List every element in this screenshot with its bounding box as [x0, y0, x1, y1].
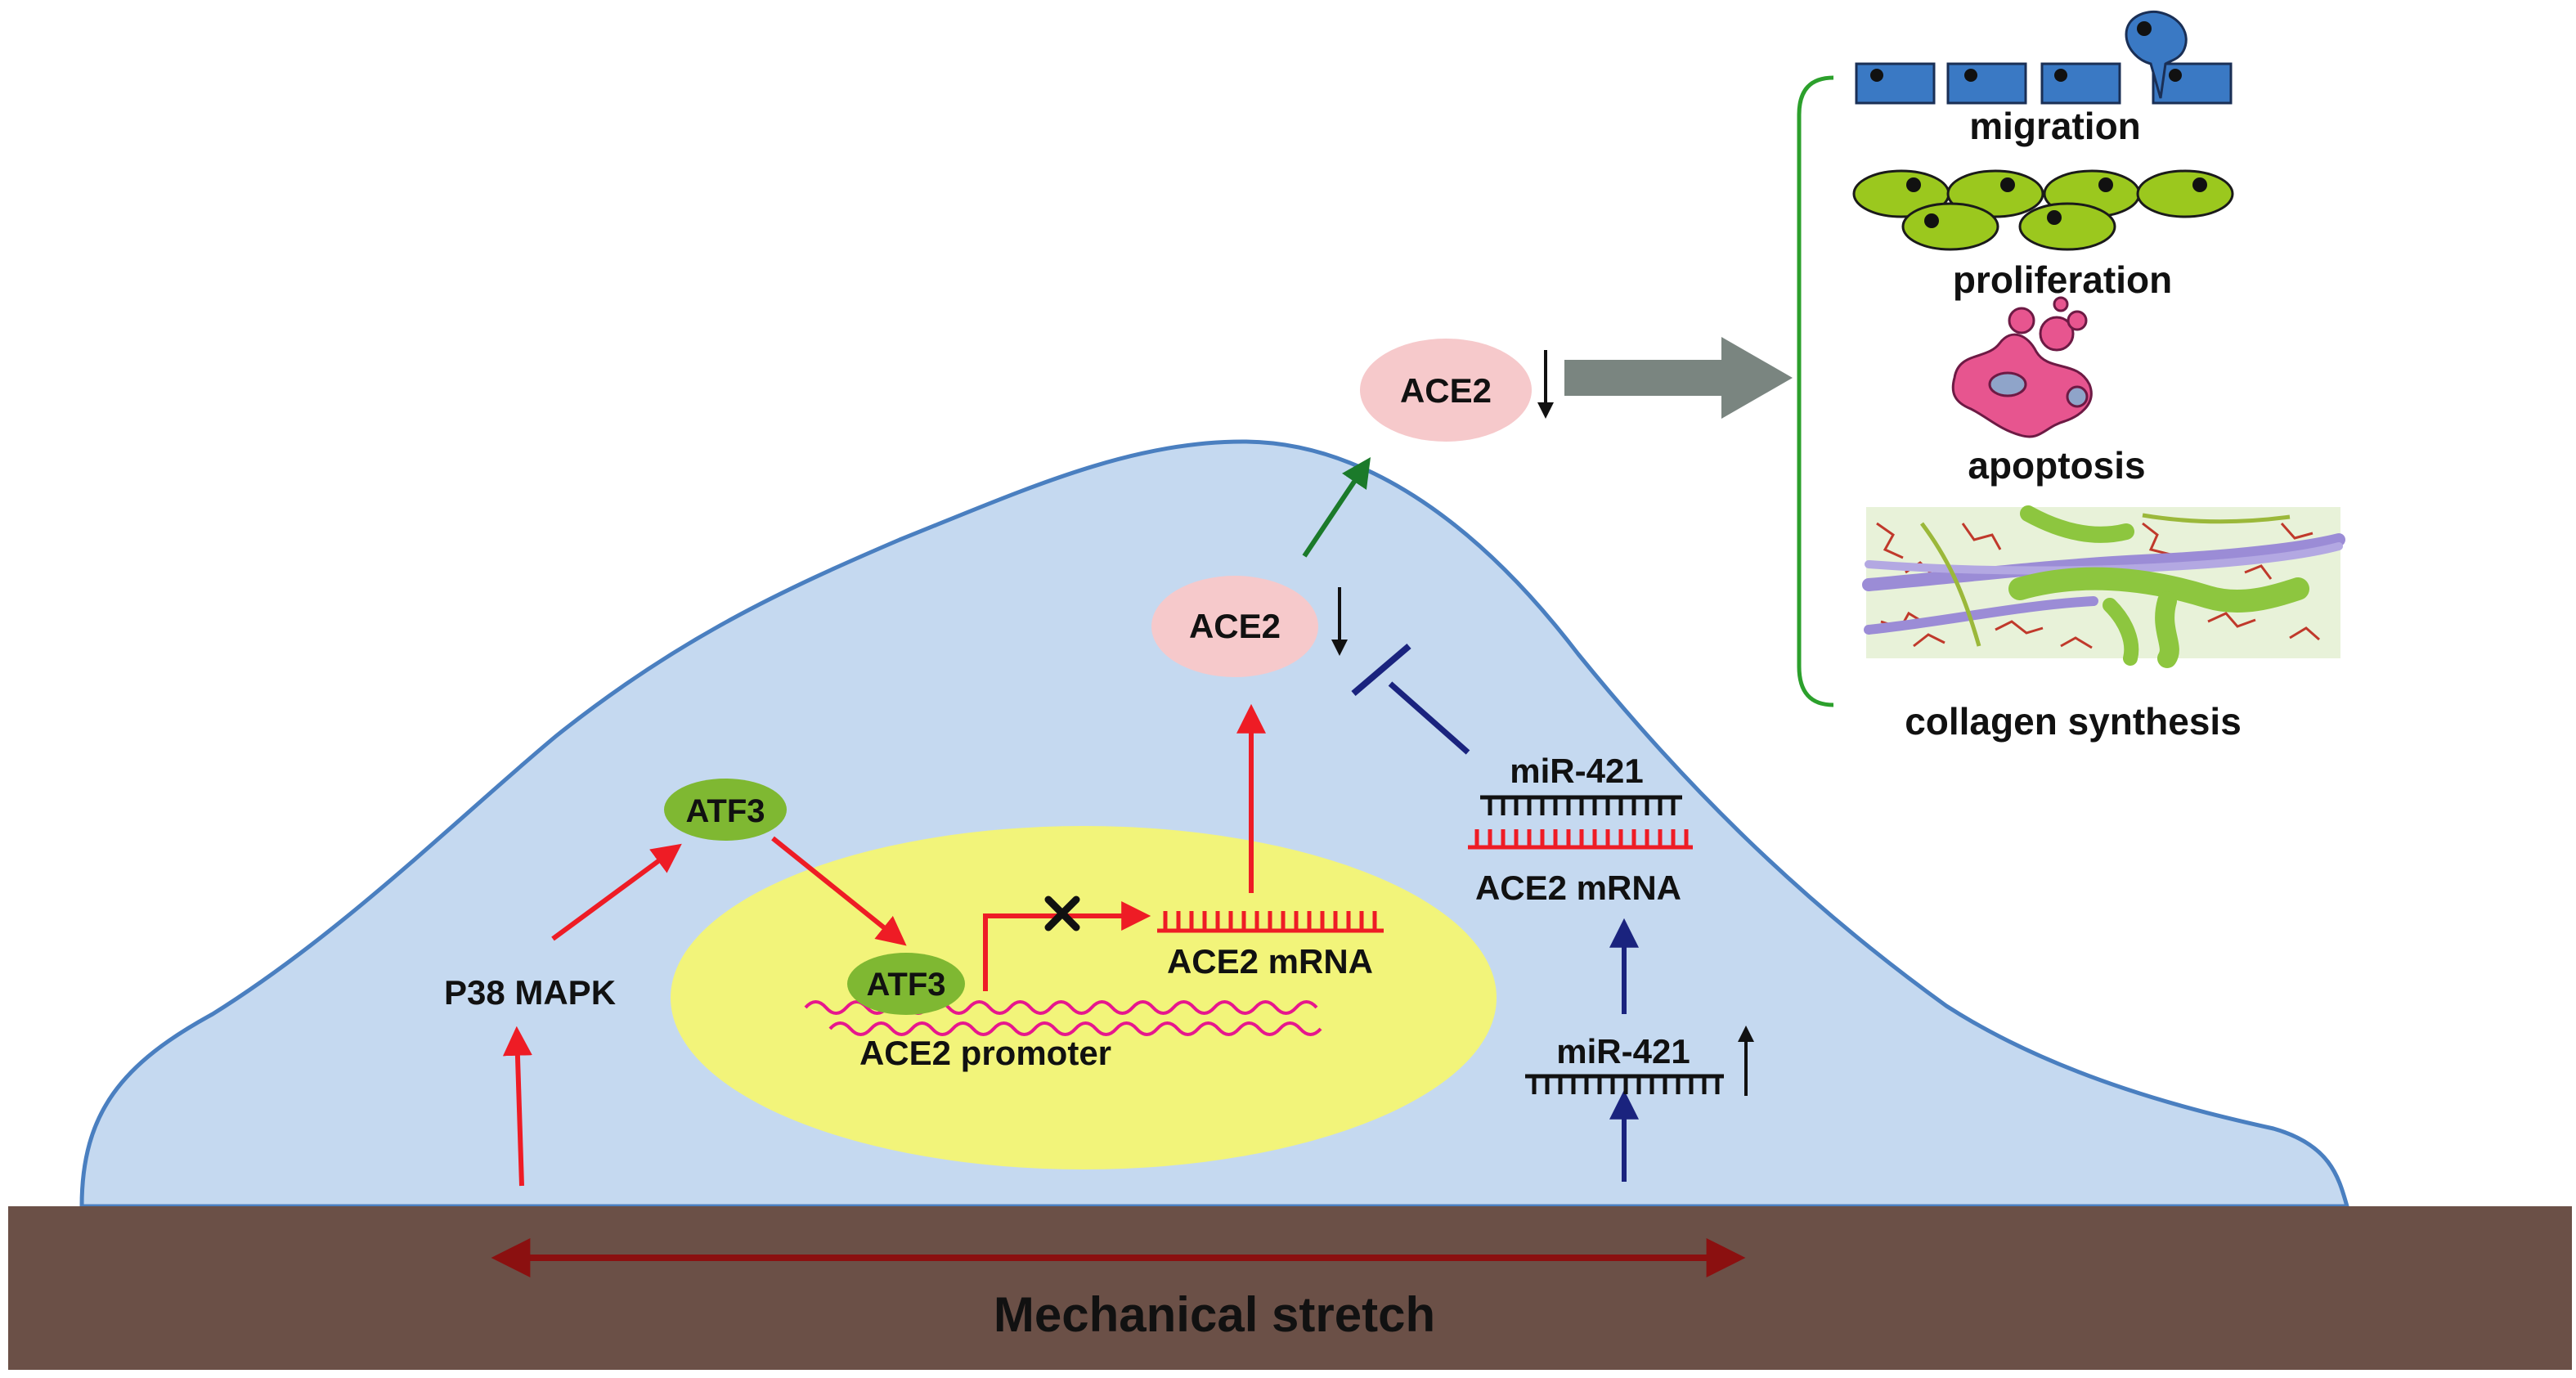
atf3-nucleus — [847, 953, 965, 1015]
proliferation-label: proliferation — [1953, 258, 2172, 301]
ace2-mrna-duplex-label: ACE2 mRNA — [1475, 869, 1681, 907]
ace2-mrna-target-strand — [1468, 829, 1693, 850]
cell-body — [79, 439, 2350, 1209]
p38-mapk-label: P38 MAPK — [444, 973, 616, 1012]
atf3-cytoplasm — [664, 779, 787, 841]
blocked-transcription-icon — [1044, 895, 1080, 931]
outcome-arrow — [1564, 337, 1793, 419]
ace2-extracellular — [1360, 339, 1532, 442]
atf3-nucleus-label: ATF3 — [866, 967, 945, 1003]
substrate — [8, 1206, 2572, 1370]
mir421-low-label: miR-421 — [1556, 1032, 1690, 1071]
apoptosis-icon — [1951, 296, 2093, 438]
nucleus — [671, 826, 1497, 1169]
mir421-bound-strand — [1480, 795, 1682, 815]
arrow-atf3-to-nucleus — [771, 836, 907, 946]
arrow-stretch-to-p38 — [502, 1026, 532, 1187]
ace2-mrna-nucleus-label: ACE2 mRNA — [1167, 942, 1373, 981]
arrow-ace2-secretion — [1302, 457, 1371, 558]
atf3-cytoplasm-label: ATF3 — [685, 793, 765, 829]
ace2-intracellular — [1151, 576, 1318, 677]
ace2-promoter-label: ACE2 promoter — [859, 1034, 1111, 1072]
migration-label: migration — [1969, 105, 2141, 147]
inhibition-line — [1388, 681, 1470, 755]
mir421-low-strand — [1525, 1074, 1724, 1094]
collagen-synthesis-icon — [1862, 505, 2345, 668]
mechanical-stretch-label: Mechanical stretch — [994, 1287, 1435, 1342]
mir421-bound-label: miR-421 — [1510, 752, 1643, 790]
ace2-mrna-nucleus — [1157, 911, 1384, 933]
apoptosis-label: apoptosis — [1968, 444, 2145, 487]
arrow-p38-to-atf3 — [551, 843, 682, 941]
proliferation-icon — [1852, 169, 2234, 251]
ace2-extracellular-label: ACE2 — [1400, 371, 1492, 410]
ace2-intracellular-label: ACE2 — [1189, 607, 1281, 645]
inhibition-bar — [1351, 643, 1411, 697]
migration-icon — [1855, 10, 2233, 105]
transcription-arrow — [983, 901, 1151, 991]
proliferation-nuclei — [1906, 177, 2207, 228]
collagen-synthesis-label: collagen synthesis — [1905, 700, 2242, 743]
outcome-bracket — [1797, 75, 1834, 707]
